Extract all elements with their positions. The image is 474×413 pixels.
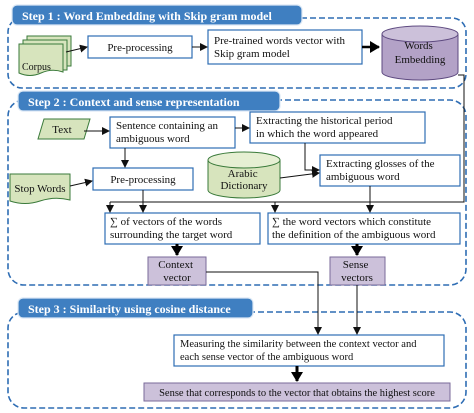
- arabic-dictionary-label: Arabic Dictionary: [220, 168, 268, 192]
- step3-header: Step 3 : Similarity using cosine distanc…: [28, 302, 231, 316]
- corpus-label: Corpus: [22, 62, 51, 73]
- arrow-historical-to-glosses: [304, 143, 320, 174]
- step2-connectors: [69, 74, 465, 213]
- step1-preprocessing-label: Pre-processing: [107, 42, 173, 54]
- sum-sense-label: ∑ the word vectors which constitute the …: [272, 216, 436, 241]
- sense-vectors-box: [329, 256, 386, 286]
- sentence-label: Sentence containing an ambiguous word: [116, 120, 221, 145]
- arabic-dictionary-cylinder: Arabic Dictionary: [207, 151, 281, 199]
- arrow-corpus-to-preprocessing: [65, 44, 88, 53]
- pretrained-label: Pre-trained words vector with Skip gram …: [214, 35, 348, 60]
- result-label: Sense that corresponds to the vector tha…: [159, 388, 435, 399]
- step1-header-box: [11, 4, 303, 26]
- stop-words-label: Stop Words: [14, 183, 65, 195]
- corpus-documents: Corpus: [18, 35, 72, 76]
- step1-header: Step 1 : Word Embedding with Skip gram m…: [22, 9, 272, 23]
- step2-header-box: [17, 90, 281, 112]
- measuring-label: Measuring the similarity between the con…: [180, 339, 419, 363]
- embedding-feed-line: [110, 74, 465, 203]
- step2-preprocessing-label: Pre-processing: [110, 174, 176, 186]
- arrow-contextvector-to-measuring: [206, 271, 322, 335]
- sum-context-box: [104, 212, 261, 245]
- arrow-stopwords-to-preprocessing: [69, 178, 93, 187]
- sense-vectors-label: Sense vectors: [341, 259, 373, 284]
- stop-words-document: [9, 173, 71, 204]
- words-embedding-cylinder: Words Embedding: [381, 25, 459, 81]
- context-vector-label: Context vector: [158, 259, 196, 284]
- arrow-dictionary-to-glosses: [279, 169, 320, 179]
- measuring-box: [173, 334, 445, 367]
- text-input-shape: [37, 118, 91, 140]
- sum-context-label: ∑ of vectors of the words surrounding th…: [110, 216, 233, 241]
- historical-box: [249, 111, 426, 144]
- words-embedding-label: Words Embedding: [395, 40, 446, 66]
- glosses-label: Extracting glosses of the ambiguous word: [326, 158, 437, 183]
- text-input-label: Text: [52, 124, 71, 136]
- step3-header-box: [17, 297, 254, 319]
- sum-sense-box: [267, 212, 461, 245]
- context-vector-box: [147, 256, 207, 286]
- historical-label: Extracting the historical period in whic…: [256, 115, 395, 140]
- pretrained-box: [207, 29, 363, 65]
- sentence-box: [109, 116, 236, 149]
- step1-region: [7, 17, 467, 89]
- step2-header: Step 2 : Context and sense representatio…: [28, 95, 240, 109]
- result-box: [143, 382, 451, 402]
- glosses-box: [319, 154, 461, 187]
